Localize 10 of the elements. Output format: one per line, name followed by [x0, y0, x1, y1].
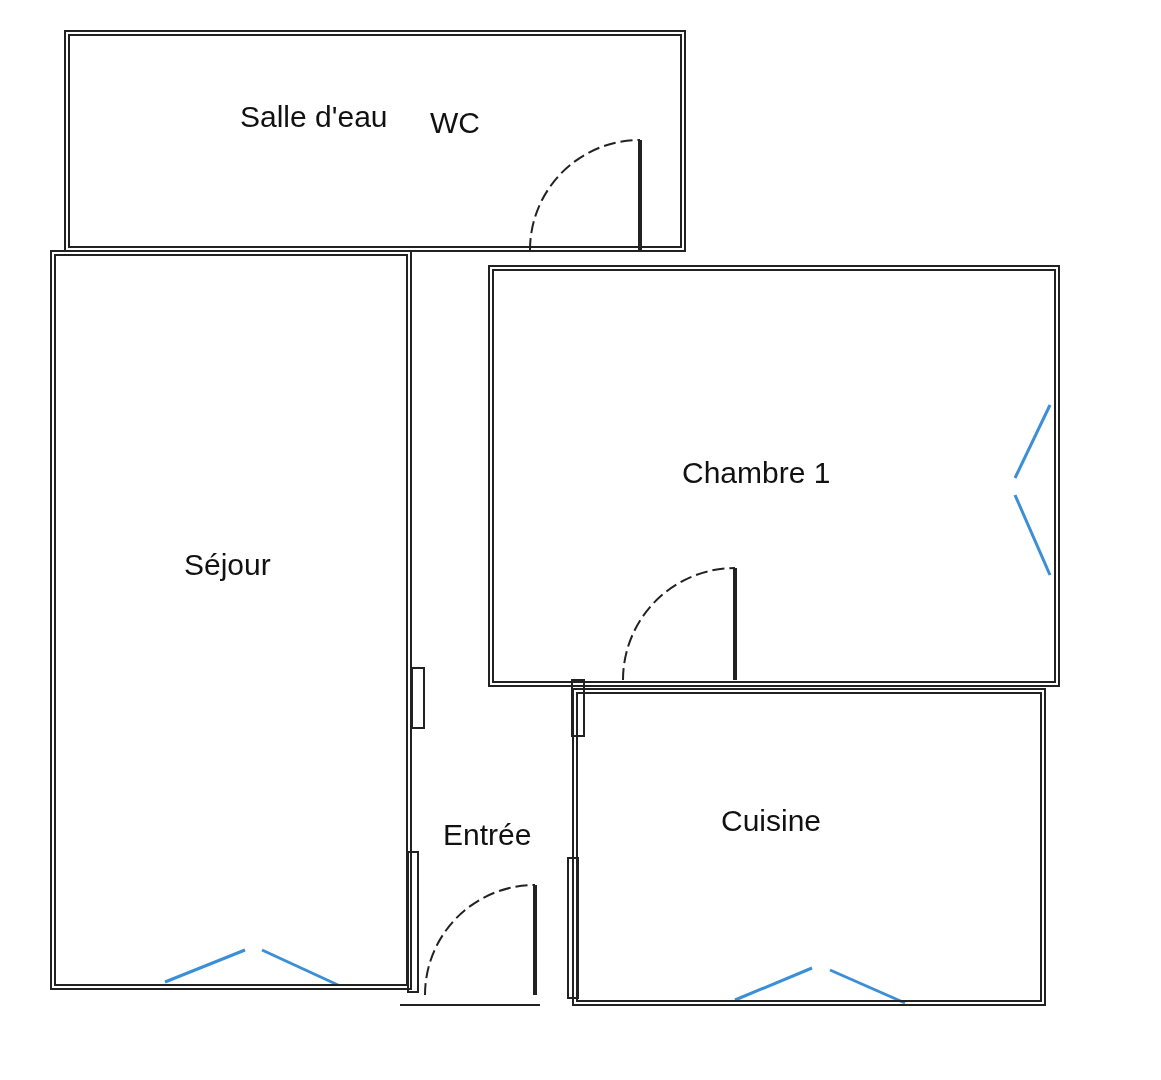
room-outline: [50, 250, 412, 990]
room-outline: [488, 265, 1060, 687]
room-label: Entrée: [443, 818, 532, 852]
room-label: Cuisine: [721, 804, 822, 838]
room-label: WC: [430, 106, 480, 140]
room-outline: [572, 688, 1046, 1006]
room-label: Salle d'eau: [240, 100, 388, 134]
room-label: Séjour: [184, 548, 271, 582]
room-label: Chambre 1: [682, 456, 831, 490]
room-outline: [64, 30, 686, 252]
